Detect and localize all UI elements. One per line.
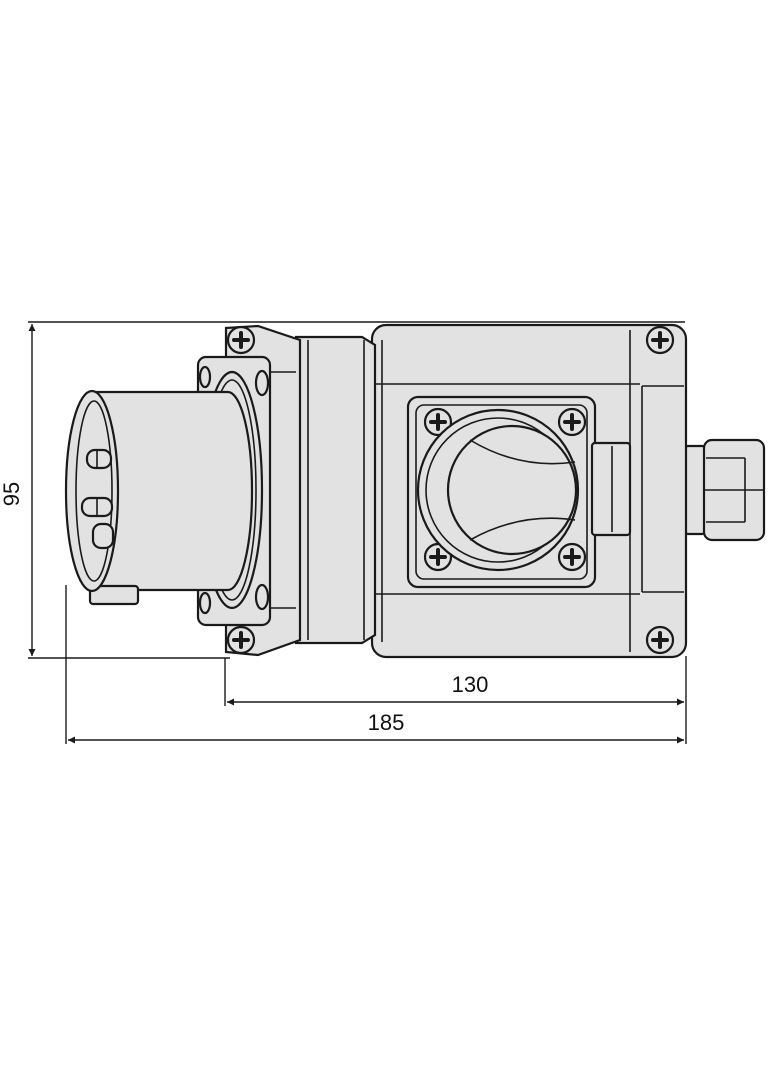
cable-gland [682, 438, 766, 542]
screw-icon [557, 542, 587, 572]
height-label: 95 [0, 482, 24, 506]
screw-icon [645, 325, 675, 355]
plug-inlet [64, 389, 254, 606]
total-width-label: 185 [368, 710, 405, 735]
screw-icon [645, 625, 675, 655]
plug-pins [80, 448, 115, 550]
socket-outlet [406, 395, 632, 589]
body-width-label: 130 [452, 672, 489, 697]
dimension-lines [28, 321, 687, 744]
screw-icon [557, 407, 587, 437]
screw-icon [226, 625, 256, 655]
screw-icon [226, 325, 256, 355]
